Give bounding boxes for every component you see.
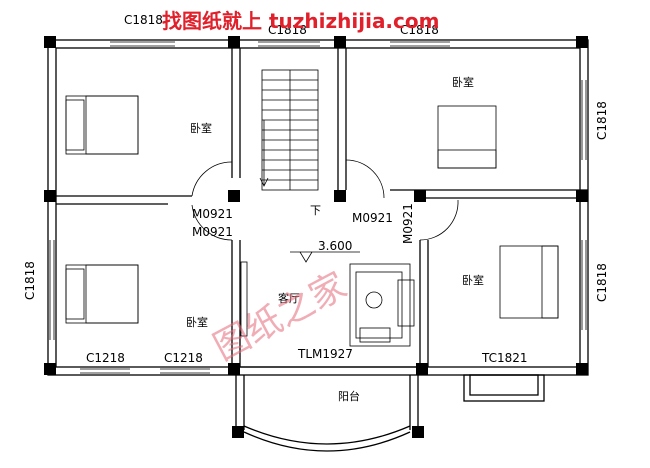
watermark-top: 找图纸就上 tuzhizhijia.com [162,9,439,33]
window-label-right-lower: C1818 [595,263,609,302]
window-label-top-right: C1818 [400,23,439,37]
room-label-bedroom-top-left: 卧室 [190,121,212,135]
bed-furniture [65,95,559,324]
door-label-left-lower: M0921 [192,225,233,239]
window-label-bottom-right: TC1821 [481,351,528,365]
staircase [259,69,319,191]
window-label-bottom-left-1: C1218 [86,351,125,365]
walls [47,39,589,452]
elevation-label: 3.600 [318,239,352,253]
doors [191,159,459,241]
window-label-right-upper: C1818 [595,101,609,140]
window-label-top-left: C1818 [124,13,163,27]
stair-down-label: 下 [310,204,321,217]
elevation-marker [290,251,360,263]
room-label-balcony: 阳台 [338,389,360,403]
room-label-bedroom-bottom-right: 卧室 [462,273,484,287]
door-label-center: M0921 [352,211,393,225]
tv-cabinet [240,261,248,337]
window-label-top-middle: C1818 [268,23,307,37]
columns [44,36,588,438]
window-label-living-bottom: TLM1927 [297,347,353,361]
room-label-bedroom-bottom-left: 卧室 [186,315,208,329]
room-label-living-room: 客厅 [278,291,300,305]
door-label-left-upper: M0921 [192,207,233,221]
sofa-set [349,263,415,347]
door-label-right-vertical: M0921 [401,203,415,244]
windows [49,41,587,374]
window-label-bottom-left-2: C1218 [164,351,203,365]
window-label-left-lower: C1818 [23,261,37,300]
room-label-bedroom-top-right: 卧室 [452,75,474,89]
